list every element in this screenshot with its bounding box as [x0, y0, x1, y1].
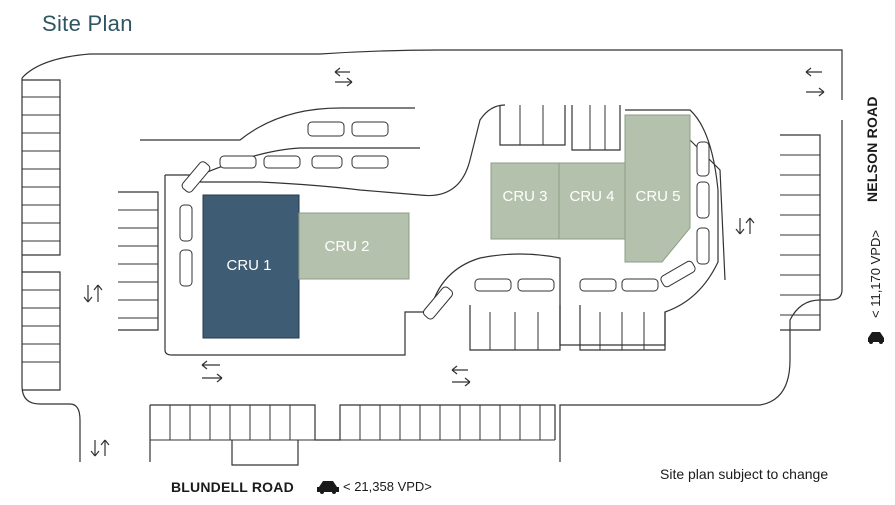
unit-label-cru-3: CRU 3 — [502, 188, 547, 205]
unit-cru-2 — [298, 212, 410, 280]
car-icon — [317, 481, 339, 494]
blundell-road-label: BLUNDELL ROAD — [171, 479, 294, 495]
nelson-road-label: NELSON ROAD — [864, 96, 880, 202]
disclaimer-note: Site plan subject to change — [660, 466, 829, 482]
unit-cru-3 — [490, 162, 560, 240]
unit-cru-4 — [558, 162, 626, 240]
car-icon — [868, 332, 884, 344]
site-boundary — [21, 49, 843, 462]
blundell-road-traffic: < 21,358 VPD> — [343, 479, 432, 494]
unit-label-cru-2: CRU 2 — [324, 238, 369, 255]
unit-label-cru-1: CRU 1 — [226, 257, 271, 274]
unit-label-cru-4: CRU 4 — [569, 188, 614, 205]
unit-cru-5 — [624, 114, 691, 263]
unit-label-cru-5: CRU 5 — [635, 188, 680, 205]
unit-cru-1 — [202, 194, 300, 339]
two-way-arrow-icon — [83, 67, 825, 457]
page-title: Site Plan — [42, 11, 133, 36]
nelson-road-traffic: < 11,170 VPD> — [868, 230, 883, 318]
